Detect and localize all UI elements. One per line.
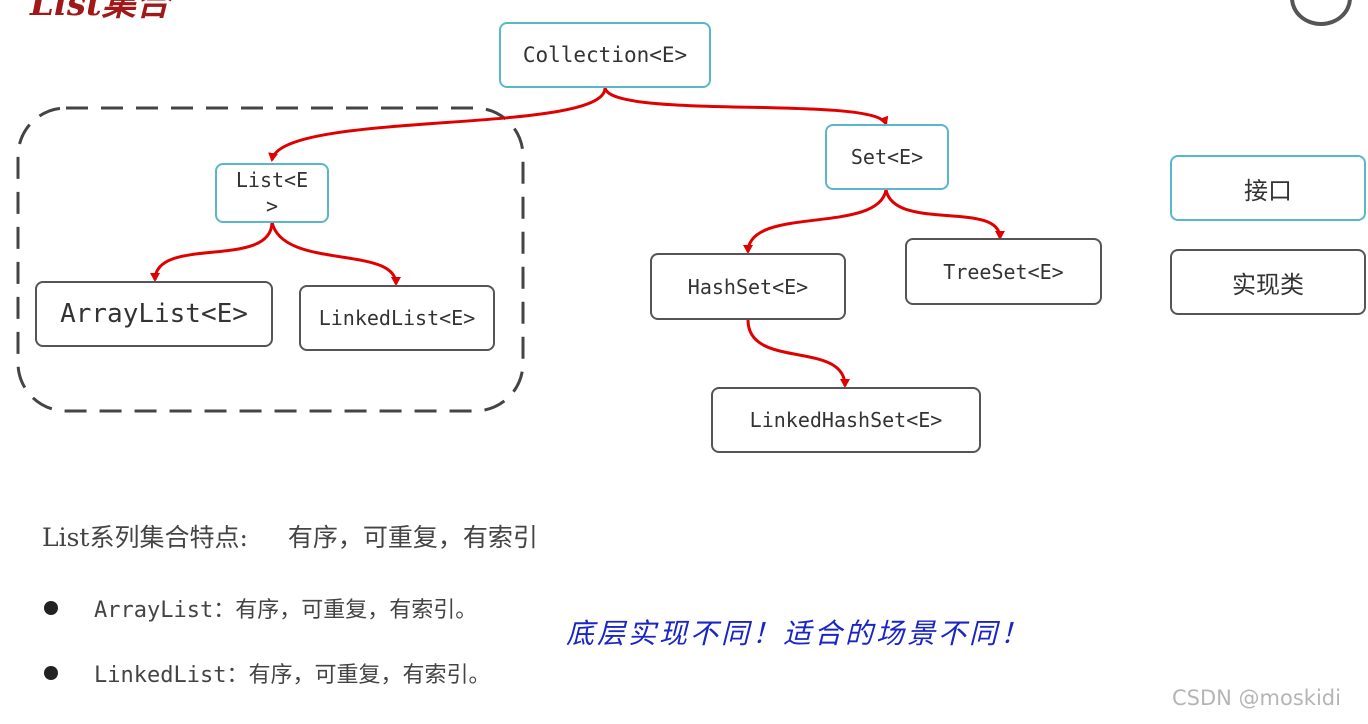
edge-list-arraylist [150, 221, 274, 282]
bullet-icon [44, 666, 58, 680]
edge-collection-set [603, 87, 889, 126]
edge-collection-list [268, 87, 607, 162]
feature-line: List系列集合特点: 有序，可重复，有索引 [42, 518, 538, 554]
list-item-linkedlist: LinkedList：有序，可重复，有索引。 [44, 657, 490, 689]
node-collection: Collection<E> [499, 22, 711, 88]
bullet-name: ArrayList [94, 598, 214, 623]
bullet-name: LinkedList [94, 663, 227, 688]
feature-summary: 有序，可重复，有索引 [287, 523, 538, 552]
feature-heading: List系列集合特点: [42, 523, 248, 552]
bullet-desc: ：有序，可重复，有索引。 [213, 598, 478, 623]
list-item-arraylist: ArrayList：有序，可重复，有索引。 [44, 592, 477, 624]
edge-list-linkedlist [270, 221, 401, 286]
list-group-boundary [16, 106, 525, 413]
node-arraylist: ArrayList<E> [35, 281, 273, 347]
node-linkedhashset: LinkedHashSet<E> [711, 387, 981, 453]
node-list-label-line1: List<E [235, 168, 309, 192]
bullet-desc: ：有序，可重复，有索引。 [226, 663, 491, 688]
watermark: CSDN @moskidi [1172, 686, 1341, 710]
legend-interface: 接口 [1170, 155, 1366, 221]
node-list-label-line2: > [265, 194, 279, 218]
node-treeset: TreeSet<E> [905, 238, 1102, 305]
legend-implementation: 实现类 [1170, 249, 1366, 315]
bullet-icon [44, 601, 58, 615]
handwritten-annotation: 底层实现不同！适合的场景不同！ [566, 617, 1032, 650]
edge-hashset-linkedhashset [746, 319, 850, 388]
edge-set-hashset [743, 189, 888, 254]
node-hashset: HashSet<E> [650, 253, 846, 320]
edge-set-treeset [884, 189, 1005, 240]
page-title: List集合 [30, 0, 170, 24]
node-list: List<E > [215, 163, 329, 223]
node-linkedlist: LinkedList<E> [299, 285, 495, 351]
node-set: Set<E> [825, 124, 949, 190]
